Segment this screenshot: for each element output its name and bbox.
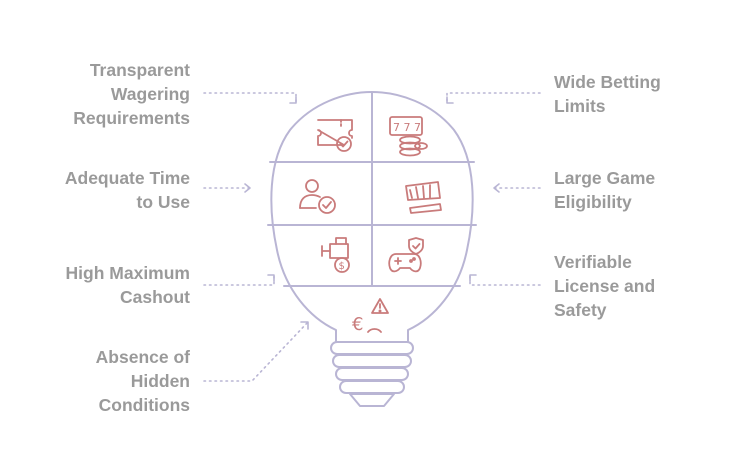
gamepad-shield-icon [388,237,424,273]
label-wide-betting: Wide Betting Limits [554,72,661,116]
euro-warning-icon: € [352,298,389,335]
bulb-base-ring-4 [339,380,405,394]
arrow-transparent-wagering [289,96,297,104]
connector-absence-hidden [203,321,309,382]
arrow-absence-hidden [300,321,309,330]
arrow-large-game [493,183,500,193]
svg-text:€: € [352,314,363,335]
bulb-base-tip [349,393,395,407]
bulb-base-ring-3 [335,367,409,381]
arrow-wide-betting [446,96,454,104]
label-large-game: Large Game Eligibility [554,168,656,212]
cash-machine-icon: $ [321,237,350,273]
arrow-verifiable-license [469,274,477,282]
svg-text:$: $ [339,261,345,272]
connector-wide-betting [446,92,541,104]
slot-coins-icon: 7 7 7 [389,116,428,157]
bulb-base-ring-2 [332,354,412,368]
user-check-icon [299,179,336,214]
label-transparent-wagering: Transparent Wagering Requirements [73,60,190,128]
bulb-base-ring-1 [330,341,414,355]
connector-transparent-wagering [203,92,297,104]
arrow-adequate-time [244,183,251,193]
label-verifiable-license: Verifiable License and Safety [554,252,656,320]
label-high-cashout: High Maximum Cashout [65,263,190,307]
connector-verifiable-license [469,274,541,286]
label-absence-hidden: Absence of Hidden Conditions [95,347,190,415]
label-adequate-time: Adequate Time to Use [64,168,190,212]
game-cards-icon [405,181,442,214]
connector-high-cashout [203,274,275,286]
bulb-outline [270,91,474,343]
ticket-check-icon [317,119,353,152]
arrow-high-cashout [267,274,275,282]
svg-text:7 7 7: 7 7 7 [393,121,421,134]
